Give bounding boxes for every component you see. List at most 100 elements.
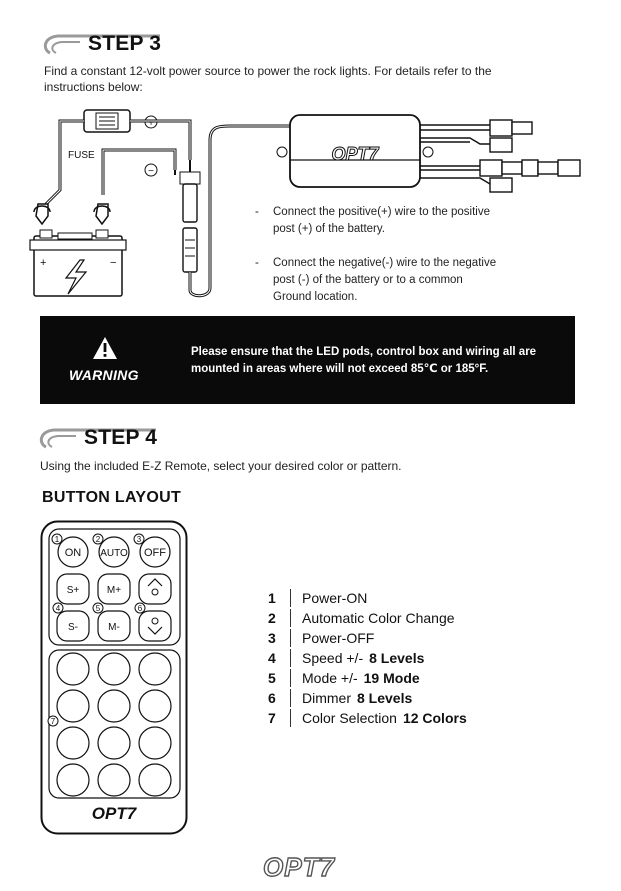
legend-row: 1 Power-ON	[268, 588, 367, 608]
color-button[interactable]	[97, 763, 131, 797]
speed-down-label: S-	[68, 622, 78, 633]
battery-minus: −	[110, 257, 116, 269]
legend-divider	[290, 609, 291, 627]
auto-button[interactable]: AUTO	[98, 536, 130, 568]
color-button[interactable]	[97, 689, 131, 723]
step3-intro-line-1: Find a constant 12-volt power source to …	[44, 64, 492, 78]
legend-label: Power-ON	[302, 590, 368, 606]
auto-button-label: AUTO	[100, 548, 128, 559]
off-button-label: OFF	[144, 547, 166, 559]
warning-label: WARNING	[69, 367, 139, 383]
color-button[interactable]	[56, 689, 90, 723]
dimmer-up-button[interactable]	[138, 573, 172, 605]
battery-plus: +	[40, 257, 46, 269]
legend-row: 5 Mode +/- 19 Mode	[268, 668, 420, 688]
step4-swoosh-icon	[39, 428, 156, 449]
connector-bottom-icon	[182, 227, 198, 273]
mode-down-label: M-	[108, 622, 120, 633]
legend-number: 1	[268, 590, 276, 606]
legend-number: 5	[268, 670, 276, 686]
legend-divider	[290, 649, 291, 667]
instructions-list: - Connect the positive(+) wire to the po…	[255, 204, 575, 306]
color-button-grid	[56, 652, 172, 797]
badge-4: 4	[56, 604, 61, 613]
legend-number: 7	[268, 710, 276, 726]
instruction-line: Connect the positive(+) wire to the posi…	[273, 206, 491, 218]
step4-title: STEP 4	[84, 426, 158, 449]
positive-terminal-icon	[33, 203, 51, 226]
negative-terminal-icon	[93, 203, 111, 226]
negative-symbol: −	[148, 166, 154, 177]
output-cables-icon	[420, 119, 581, 193]
color-button[interactable]	[56, 726, 90, 760]
instruction-line: post (-) of the battery or to a common	[273, 274, 463, 286]
control-box-logo: OPT7	[331, 144, 379, 164]
speed-down-button[interactable]: S-	[56, 610, 90, 642]
step3-title: STEP 3	[88, 32, 162, 55]
legend-number: 2	[268, 610, 276, 626]
battery-icon	[29, 229, 127, 297]
speed-up-button[interactable]: S+	[56, 573, 90, 605]
badge-3: 3	[137, 535, 142, 544]
color-button[interactable]	[97, 652, 131, 686]
legend-divider	[290, 589, 291, 607]
legend-label: Power-OFF	[302, 630, 375, 646]
button-layout-heading: BUTTON LAYOUT	[42, 489, 182, 506]
legend-divider	[290, 689, 291, 707]
legend-bold-value: 8 Levels	[357, 690, 413, 706]
instruction-item-negative: - Connect the negative(-) wire to the ne…	[255, 255, 575, 306]
legend-number: 3	[268, 630, 276, 646]
negative-symbol-icon	[144, 163, 158, 177]
control-box-icon	[276, 114, 434, 188]
legend-bold-value: 19 Mode	[363, 670, 420, 686]
positive-symbol: +	[148, 118, 154, 129]
legend-number: 4	[268, 650, 276, 666]
legend-label: Dimmer	[302, 690, 351, 706]
badge-5: 5	[96, 604, 101, 613]
instruction-bullet: -	[255, 257, 259, 269]
step3-swoosh-icon	[43, 34, 160, 55]
warning-box: WARNING Please ensure that the LED pods,…	[40, 316, 575, 404]
legend-row: 2 Automatic Color Change	[268, 608, 455, 628]
color-button[interactable]	[138, 652, 172, 686]
legend-number: 6	[268, 690, 276, 706]
legend-label: Color Selection	[302, 710, 397, 726]
remote-control: ON AUTO OFF 1 2 3 S+ M+ S- M- 4 5	[40, 520, 188, 835]
connector-top-icon	[182, 183, 198, 223]
on-button[interactable]: ON	[57, 536, 89, 568]
color-button[interactable]	[138, 726, 172, 760]
badge-6: 6	[138, 604, 143, 613]
mode-up-label: M+	[107, 585, 121, 596]
off-button[interactable]: OFF	[139, 536, 171, 568]
fuse-label: FUSE	[68, 150, 95, 161]
color-button[interactable]	[138, 763, 172, 797]
badge-7: 7	[51, 717, 56, 726]
badge-1: 1	[55, 535, 60, 544]
speed-up-label: S+	[67, 585, 80, 596]
legend-divider	[290, 629, 291, 647]
instruction-bullet: -	[255, 206, 259, 218]
warning-text-line-2: mounted in areas where will not exceed 8…	[191, 363, 489, 375]
instruction-line: Connect the negative(-) wire to the nega…	[273, 257, 497, 269]
warning-triangle-icon	[93, 337, 117, 359]
color-button[interactable]	[56, 763, 90, 797]
legend-label: Mode +/-	[302, 670, 358, 686]
on-button-label: ON	[65, 547, 82, 559]
color-button[interactable]	[138, 689, 172, 723]
button-legend: 1 Power-ON 2 Automatic Color Change 3 Power-O…	[268, 588, 588, 733]
color-button[interactable]	[97, 726, 131, 760]
color-button[interactable]	[56, 652, 90, 686]
mode-down-button[interactable]: M-	[97, 610, 131, 642]
legend-divider	[290, 709, 291, 727]
mode-up-button[interactable]: M+	[97, 573, 131, 605]
legend-bold-value: 8 Levels	[369, 650, 425, 666]
warning-text: Please ensure that the LED pods, control…	[191, 344, 571, 378]
legend-row: 3 Power-OFF	[268, 628, 374, 648]
badge-2: 2	[96, 535, 101, 544]
fuse-icon	[83, 109, 131, 133]
step4-intro: Using the included E-Z Remote, select yo…	[40, 459, 402, 473]
dimmer-down-button[interactable]	[138, 610, 172, 642]
legend-label: Automatic Color Change	[302, 610, 455, 626]
